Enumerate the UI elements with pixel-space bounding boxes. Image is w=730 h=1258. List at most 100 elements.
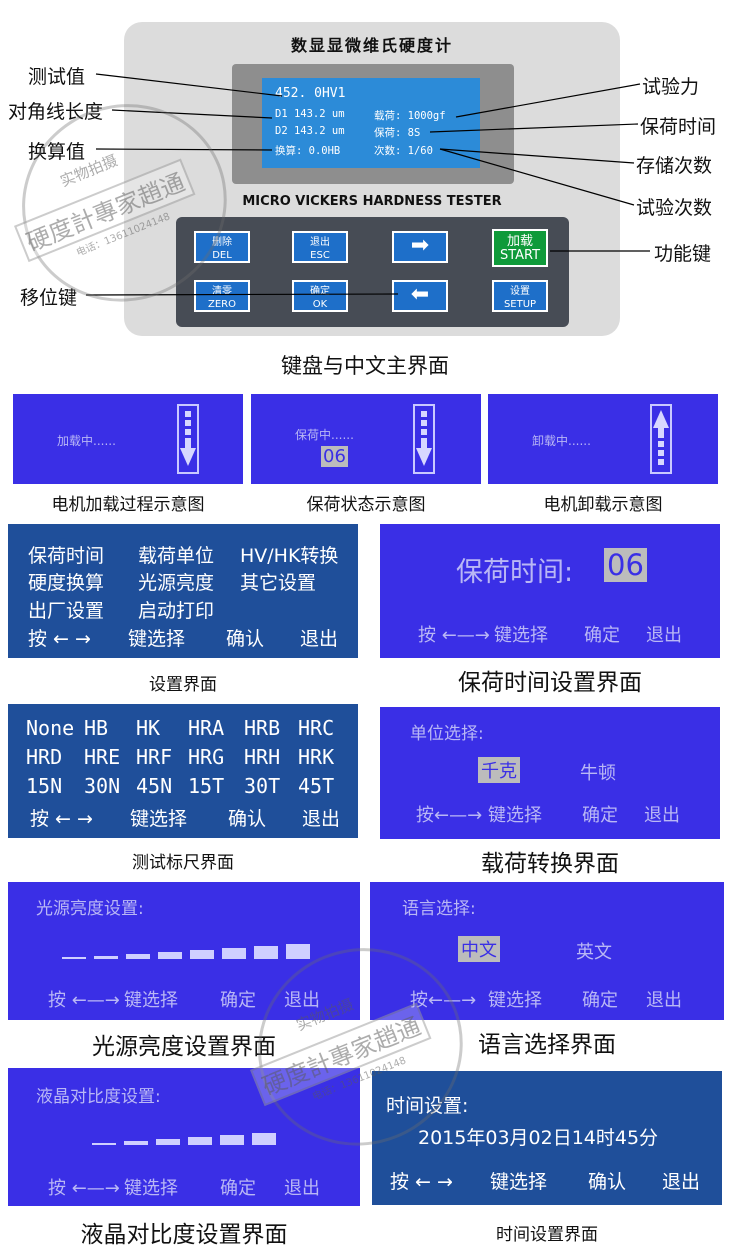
down-arrow-icon bbox=[413, 404, 435, 474]
callout-test-value: 测试值 bbox=[28, 66, 86, 88]
callout-test-force: 试验力 bbox=[642, 76, 700, 98]
screen-scale: None HB HK HRA HRB HRC HRD HRE HRF HRG HRH HRK 15N 30… bbox=[8, 704, 358, 838]
holding-value: 06 bbox=[321, 446, 348, 467]
nav-exit: 退出 bbox=[300, 628, 339, 650]
settings-item[interactable]: 保荷时间 bbox=[28, 545, 105, 567]
nav-exit: 退出 bbox=[646, 625, 682, 646]
holding-text: 保荷中...... bbox=[295, 428, 354, 442]
settings-item[interactable]: 载荷单位 bbox=[138, 545, 215, 567]
screen-unloading: 卸载中...... bbox=[488, 394, 718, 484]
scale-option[interactable]: HRC bbox=[298, 716, 335, 740]
nav-confirm: 确定 bbox=[584, 625, 620, 646]
down-arrow-icon bbox=[177, 404, 199, 474]
time-value[interactable]: 2015年03月02日14时45分 bbox=[418, 1127, 659, 1149]
scale-option[interactable]: HRG bbox=[188, 745, 225, 769]
caption-settings: 设置界面 bbox=[149, 675, 217, 695]
hardness-tester-device: 数显显微维氏硬度计 452. 0HV1 D1 143.2 um D2 143.2… bbox=[124, 22, 620, 336]
level-bar bbox=[190, 950, 214, 959]
caption-main: 键盘与中文主界面 bbox=[281, 354, 449, 378]
level-bar bbox=[156, 1139, 180, 1145]
level-bar bbox=[222, 948, 246, 959]
unit-option-newton[interactable]: 牛顿 bbox=[580, 763, 616, 784]
unloading-text: 卸载中...... bbox=[532, 434, 591, 448]
scale-option[interactable]: 15T bbox=[188, 774, 225, 798]
screen-time: 时间设置: 2015年03月02日14时45分 按 ← → 键选择 确认 退出 bbox=[372, 1071, 722, 1205]
scale-option[interactable]: None bbox=[26, 716, 75, 740]
nav-exit: 退出 bbox=[646, 990, 682, 1011]
callout-lines bbox=[85, 73, 650, 296]
lcd-test-value: 452. 0HV1 bbox=[275, 86, 346, 101]
nav-select: 键选择 bbox=[494, 625, 548, 646]
nav-exit: 退出 bbox=[662, 1171, 701, 1193]
caption-brightness: 光源亮度设置界面 bbox=[92, 1034, 276, 1060]
screen-settings: 保荷时间 载荷单位 HV/HK转换 硬度换算 光源亮度 其它设置 出厂设置 启动… bbox=[8, 524, 358, 658]
level-bar bbox=[252, 1133, 276, 1145]
language-option-english[interactable]: 英文 bbox=[576, 942, 612, 963]
language-option-chinese[interactable]: 中文 bbox=[458, 936, 500, 962]
unit-option-kg[interactable]: 千克 bbox=[478, 757, 520, 783]
nav-hint: 按←—→ bbox=[416, 805, 483, 826]
scale-option[interactable]: HRK bbox=[298, 745, 335, 769]
scale-option[interactable]: HRE bbox=[84, 745, 121, 769]
right-arrow-key[interactable]: ➡ bbox=[392, 231, 448, 263]
callout-shift-keys: 移位键 bbox=[20, 287, 78, 309]
callout-dwell-time: 保荷时间 bbox=[640, 116, 717, 138]
settings-item[interactable]: 启动打印 bbox=[138, 600, 215, 622]
level-bar bbox=[188, 1137, 212, 1145]
scale-option[interactable]: HRA bbox=[188, 716, 225, 740]
loading-text: 加载中...... bbox=[57, 434, 116, 448]
settings-item[interactable]: 光源亮度 bbox=[138, 572, 215, 594]
scale-option[interactable]: 30N bbox=[84, 774, 121, 798]
nav-select: 键选择 bbox=[124, 1178, 178, 1199]
scale-option[interactable]: 45N bbox=[136, 774, 173, 798]
left-arrow-key[interactable]: ⬅ bbox=[392, 280, 448, 312]
scale-option[interactable]: 15N bbox=[26, 774, 63, 798]
dwell-value[interactable]: 06 bbox=[604, 548, 647, 582]
settings-item[interactable]: 硬度换算 bbox=[28, 572, 105, 594]
scale-option[interactable]: 30T bbox=[244, 774, 281, 798]
callout-converted-value: 换算值 bbox=[28, 141, 86, 163]
scale-option[interactable]: HRH bbox=[244, 745, 281, 769]
scale-option[interactable]: HB bbox=[84, 716, 109, 740]
screen-dwell-setting: 保荷时间: 06 按 ←—→ 键选择 确定 退出 bbox=[380, 524, 720, 658]
screen-load-unit: 单位选择: 千克 牛顿 按←—→ 键选择 确定 退出 bbox=[380, 707, 720, 839]
lcd-d2: D2 143.2 um bbox=[275, 125, 345, 137]
callout-test-count: 试验次数 bbox=[636, 197, 713, 219]
settings-item[interactable]: 出厂设置 bbox=[28, 600, 105, 622]
settings-item[interactable]: HV/HK转换 bbox=[240, 545, 339, 567]
device-title: 数显显微维氏硬度计 bbox=[290, 36, 453, 55]
nav-confirm: 确认 bbox=[226, 628, 265, 650]
level-bar bbox=[286, 944, 310, 959]
scale-option[interactable]: HRF bbox=[136, 745, 173, 769]
language-label: 语言选择: bbox=[402, 899, 476, 919]
nav-confirm: 确认 bbox=[228, 808, 267, 830]
nav-confirm: 确定 bbox=[220, 1178, 256, 1199]
lcd-conversion: 换算: 0.0HB bbox=[275, 145, 341, 157]
contrast-label: 液晶对比度设置: bbox=[36, 1087, 161, 1107]
nav-hint: 按 ← → bbox=[30, 808, 93, 830]
lcd-load: 载荷: 1000gf bbox=[374, 110, 446, 122]
nav-hint: 按←—→ bbox=[410, 990, 477, 1011]
settings-item[interactable]: 其它设置 bbox=[240, 572, 317, 594]
caption-dwell-setting: 保荷时间设置界面 bbox=[458, 670, 642, 696]
nav-select: 键选择 bbox=[124, 990, 178, 1011]
scale-option[interactable]: HRB bbox=[244, 716, 281, 740]
lcd-count: 次数: 1/60 bbox=[374, 145, 433, 157]
level-bar bbox=[126, 954, 150, 959]
level-bar bbox=[124, 1141, 148, 1145]
caption-unloading: 电机卸载示意图 bbox=[543, 495, 663, 515]
scale-option[interactable]: HK bbox=[136, 716, 161, 740]
scale-option[interactable]: 45T bbox=[298, 774, 335, 798]
level-bar bbox=[158, 952, 182, 959]
nav-select: 键选择 bbox=[488, 990, 542, 1011]
scale-option[interactable]: HRD bbox=[26, 745, 63, 769]
device-english-title: MICRO VICKERS HARDNESS TESTER bbox=[242, 194, 502, 209]
nav-confirm: 确定 bbox=[582, 990, 618, 1011]
